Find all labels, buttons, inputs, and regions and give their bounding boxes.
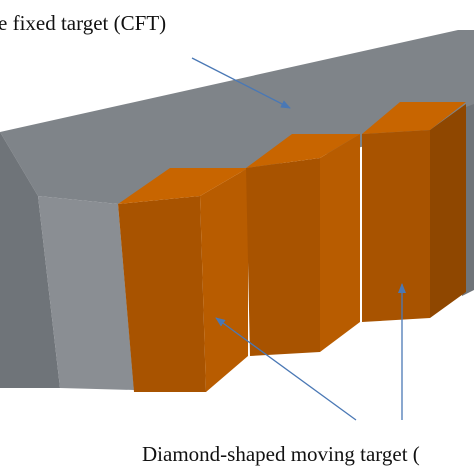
moving-block-3-side — [430, 104, 466, 318]
moving-block-1-front — [118, 196, 206, 392]
moving-arrow-left — [215, 317, 357, 421]
moving-block-1-side — [200, 168, 248, 392]
moving-target — [118, 102, 466, 392]
fixed-target-front-face — [38, 196, 134, 390]
cft-arrow — [191, 57, 291, 109]
cft-label: e fixed target (CFT) — [0, 11, 166, 35]
moving-block-3-front — [362, 130, 430, 322]
moving-block-3-top — [362, 102, 466, 134]
fixed-target-left-face — [0, 132, 60, 388]
moving-block-2-side — [320, 134, 360, 352]
moving-target-label: Diamond-shaped moving target ( — [142, 442, 420, 466]
moving-block-2-top — [246, 134, 360, 168]
fixed-target-top-face — [0, 30, 474, 204]
moving-block-1-top — [118, 168, 248, 204]
moving-block-2-front — [246, 158, 320, 356]
